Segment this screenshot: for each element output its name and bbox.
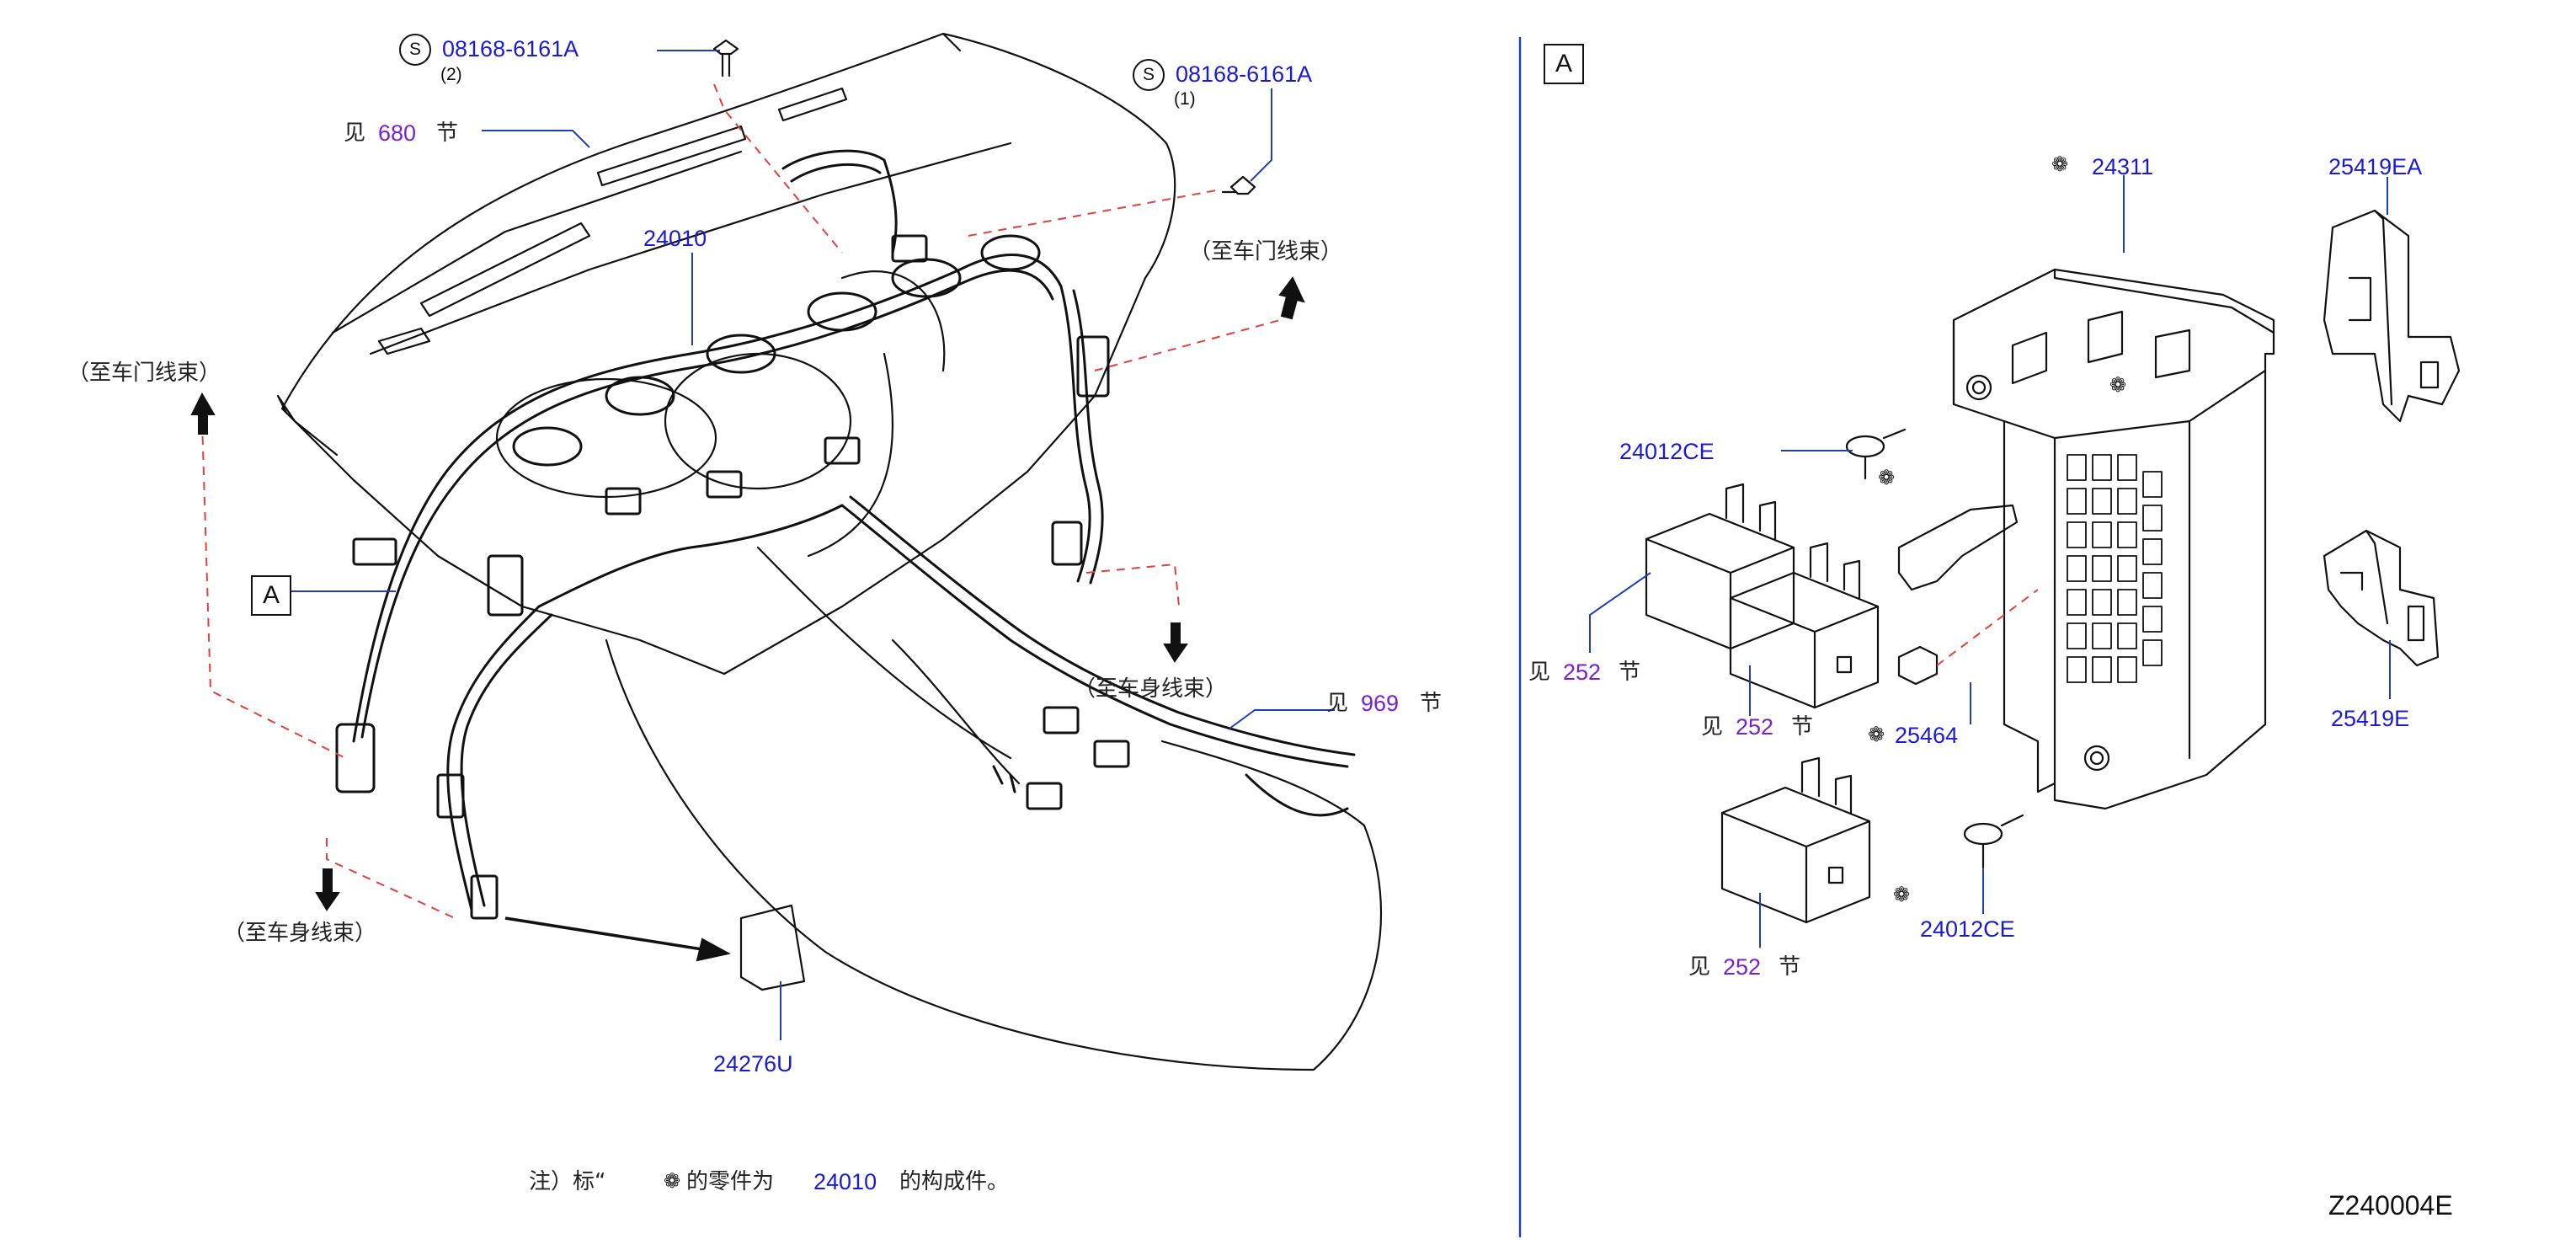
to-body-harness-left: （至车身线束）: [223, 921, 377, 946]
bracket-25419e-drawing: [2323, 529, 2440, 667]
detail-marker-right: A: [1544, 44, 1584, 84]
screw-upper-drawing: [1845, 428, 1907, 480]
see-label-252-lower: 见: [1688, 954, 1711, 980]
to-door-harness-right: （至车门线束）: [1189, 239, 1343, 264]
bolt-symbol-upper: S: [399, 34, 431, 66]
part-label-24276u[interactable]: 24276U: [713, 1051, 793, 1076]
part-label-24311[interactable]: 24311: [2092, 154, 2154, 179]
part-label-bolt-upper[interactable]: 08168-6161A: [442, 36, 579, 61]
figure-code: Z240004E: [2328, 1190, 2453, 1221]
junction-block-drawing: [1952, 268, 2275, 810]
note-prefix: 注）标“: [529, 1169, 606, 1194]
part-label-24012ce-lower[interactable]: 24012CE: [1920, 916, 2015, 942]
to-door-harness-left: （至车门线束）: [67, 361, 221, 386]
section-link-969[interactable]: 969: [1361, 691, 1400, 716]
note-tail: 的构成件。: [899, 1169, 1010, 1194]
marker-icon-24311: ❁: [2051, 152, 2069, 176]
part-label-bolt-right[interactable]: 08168-6161A: [1176, 61, 1313, 87]
section-link-252-upper[interactable]: 252: [1563, 660, 1602, 685]
marker-icon-25464: ❁: [1868, 723, 1885, 746]
note-part-24010[interactable]: 24010: [813, 1169, 877, 1194]
section-suffix-252-lower: 节: [1779, 954, 1801, 980]
bracket-25419ea-drawing: [2323, 209, 2461, 423]
see-label-252-middle: 见: [1701, 714, 1724, 740]
to-body-harness-center: （至车身线束）: [1074, 676, 1228, 702]
relay-252-lower-drawing: [1720, 756, 1871, 924]
bracket-24276u-drawing: [739, 904, 806, 991]
part-label-24012ce-upper[interactable]: 24012CE: [1619, 439, 1715, 464]
clip-drawing: [1897, 504, 2019, 591]
part-label-25464[interactable]: 25464: [1895, 723, 1959, 748]
instrument-panel-outline: [276, 32, 1383, 1071]
relay-252-upper-drawing: [1645, 483, 1795, 650]
marker-icon-screw-upper: ❁: [1878, 466, 1896, 489]
see-label-252-upper: 见: [1528, 660, 1551, 685]
section-suffix-680: 节: [436, 120, 459, 146]
qty-bolt-upper: (2): [440, 65, 462, 84]
part-label-24010[interactable]: 24010: [643, 226, 707, 251]
part-label-25419ea[interactable]: 25419EA: [2328, 154, 2423, 179]
section-link-680[interactable]: 680: [378, 120, 417, 146]
see-label-969: 见: [1326, 691, 1349, 716]
relay-252-middle-drawing: [1729, 542, 1880, 709]
marker-icon-block-side: ❁: [2109, 373, 2127, 397]
part-label-25419e[interactable]: 25419E: [2331, 706, 2410, 731]
screw-lower-drawing: [1963, 814, 2024, 869]
qty-bolt-right: (1): [1174, 89, 1196, 109]
note-suffix: 的零件为: [686, 1169, 775, 1194]
section-suffix-969: 节: [1420, 691, 1443, 716]
section-suffix-252-middle: 节: [1791, 714, 1814, 740]
main-harness-drawing: [335, 149, 1356, 920]
bolt-symbol-right: S: [1133, 59, 1165, 91]
section-suffix-252-upper: 节: [1619, 660, 1641, 685]
see-label-680: 见: [344, 120, 366, 146]
detail-marker-left[interactable]: A: [251, 575, 291, 616]
bolt-right-drawing: [1221, 175, 1256, 195]
bolt-upper-drawing: [712, 39, 739, 77]
section-link-252-middle[interactable]: 252: [1736, 714, 1774, 740]
marker-icon-screw-lower: ❁: [1893, 883, 1911, 906]
section-link-252-lower[interactable]: 252: [1723, 954, 1762, 980]
note-marker-icon: ❁: [664, 1169, 681, 1193]
relay-25464-drawing: [1897, 645, 1939, 686]
